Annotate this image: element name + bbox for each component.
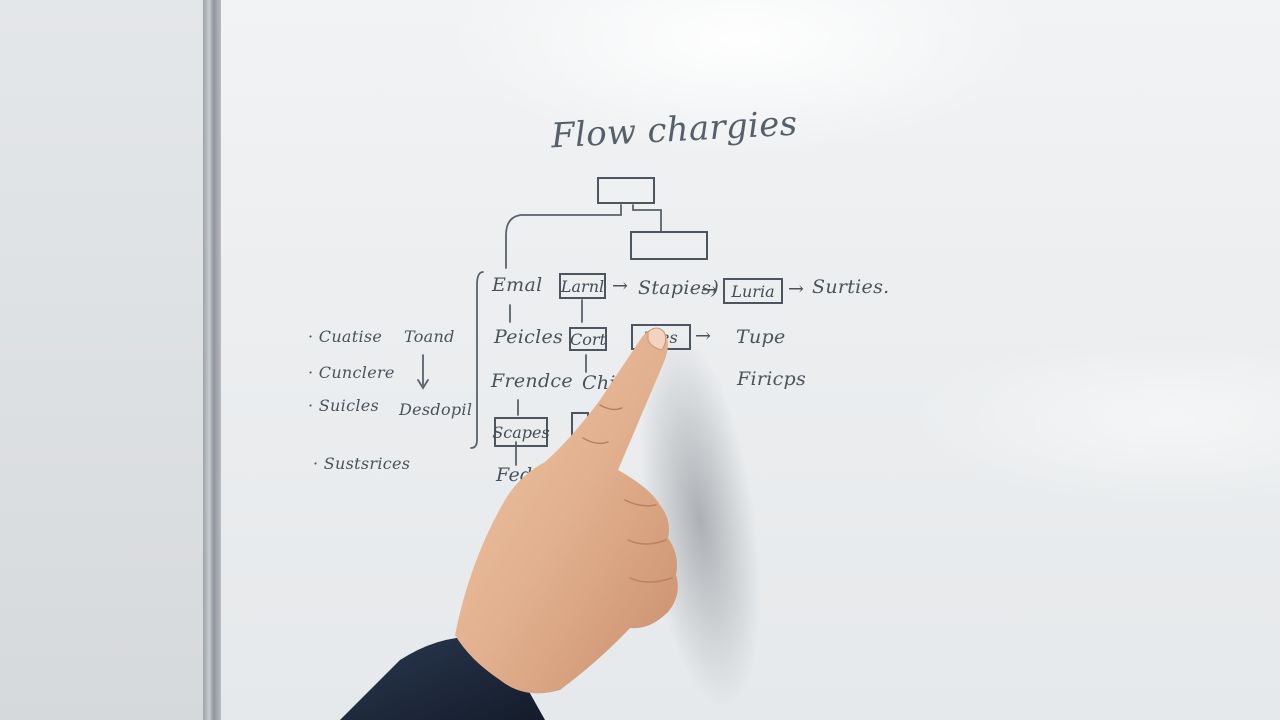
diagram-box-larnl: Larnl [559, 273, 606, 299]
label-frendce: Frendce [491, 370, 573, 392]
arrow-2: → [701, 279, 718, 301]
arrow-3: → [788, 278, 805, 300]
label-stapies: Stapies) [638, 277, 720, 299]
label-peicles: Peicles [494, 326, 564, 348]
label-surties: Surties. [812, 276, 890, 298]
label-desdopil: Desdopil [399, 400, 473, 419]
diagram-box-top [597, 177, 655, 204]
list-item: · Suicles [308, 396, 380, 415]
list-item: · Cunclere [308, 363, 395, 382]
label-tupe: Tupe [736, 326, 786, 348]
label-firicps: Firicps [737, 368, 807, 390]
wall [0, 0, 205, 720]
arrow-4: → [695, 325, 712, 347]
diagram-box-scapes: Scapes [492, 417, 550, 447]
list-item: · Sustsrices [313, 454, 411, 473]
diagram-box-luria: Luria [723, 278, 783, 304]
label-toand: Toand [404, 327, 455, 346]
diagram-connectors [417, 204, 662, 466]
diagram-box-cort: Cort [569, 327, 607, 351]
arrow-1: → [612, 275, 629, 297]
label-emal: Emal [492, 274, 543, 296]
whiteboard-frame [203, 0, 221, 720]
list-item: · Cuatise [308, 327, 383, 346]
diagram-box-top-right [630, 231, 708, 260]
